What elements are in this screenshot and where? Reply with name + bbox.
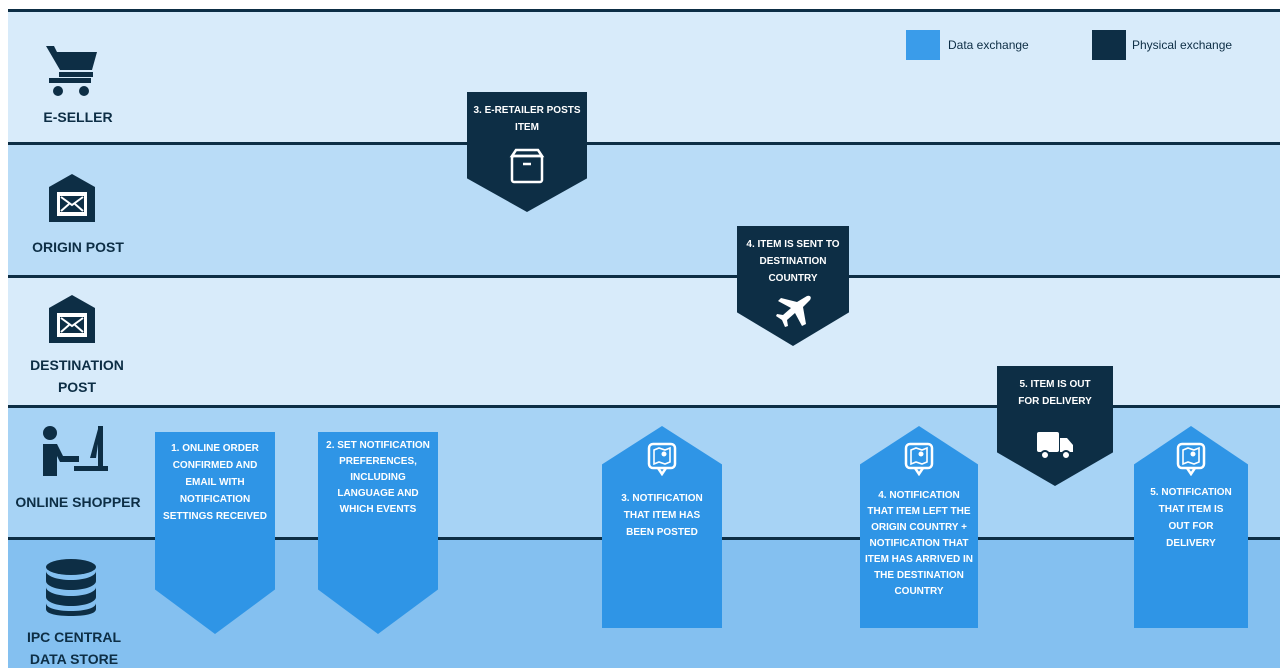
cart-icon — [46, 46, 97, 96]
legend-physical-label: Physical exchange — [1132, 38, 1233, 52]
step-2-set-preferences: 2. SET NOTIFICATION PREFERENCES, INCLUDI… — [318, 432, 438, 634]
legend-physical-swatch — [1092, 30, 1126, 60]
database-icon — [46, 559, 96, 616]
step-1-text: 1. ONLINE ORDER CONFIRMED AND EMAIL WITH… — [163, 443, 267, 522]
step-3-physical-text: 3. E-RETAILER POSTS ITEM — [473, 105, 581, 133]
post-office-icon — [49, 295, 95, 343]
map-pin-icon — [904, 442, 934, 476]
divider — [8, 405, 1280, 408]
divider — [8, 9, 1280, 12]
step-5-physical-text: 5. ITEM IS OUT FOR DELIVERY — [1018, 379, 1092, 407]
step-5-notification-out-for-delivery: 5. NOTIFICATION THAT ITEM IS OUT FOR DEL… — [1134, 426, 1248, 628]
airplane-icon — [776, 295, 811, 327]
step-5-notification-text: 5. NOTIFICATION THAT ITEM IS OUT FOR DEL… — [1150, 487, 1232, 549]
lane-e-seller — [8, 10, 1280, 143]
post-office-icon — [49, 174, 95, 222]
lane-label-e-seller: E-SELLER — [43, 109, 113, 125]
legend-data-label: Data exchange — [948, 38, 1029, 52]
lane-origin-post — [8, 143, 1280, 276]
step-1-order-confirmed: 1. ONLINE ORDER CONFIRMED AND EMAIL WITH… — [155, 432, 275, 634]
truck-icon — [1037, 432, 1073, 460]
shopper-at-computer-icon — [43, 426, 108, 476]
step-2-text: 2. SET NOTIFICATION PREFERENCES, INCLUDI… — [326, 440, 430, 515]
map-pin-icon — [1176, 442, 1206, 476]
divider — [8, 142, 1280, 145]
step-4-notification-text: 4. NOTIFICATION THAT ITEM LEFT THE ORIGI… — [865, 490, 973, 597]
lane-label-origin-post: ORIGIN POST — [32, 239, 124, 255]
lane-label-destination-post: DESTINATION POST — [30, 357, 124, 395]
divider — [8, 275, 1280, 278]
step-4-notification-left-arrived: 4. NOTIFICATION THAT ITEM LEFT THE ORIGI… — [860, 426, 978, 628]
map-pin-icon — [647, 442, 677, 476]
step-3-notification-text: 3. NOTIFICATION THAT ITEM HAS BEEN POSTE… — [621, 493, 703, 538]
legend-data-swatch — [906, 30, 940, 60]
lane-label-data-store: IPC CENTRAL DATA STORE — [26, 629, 122, 667]
step-3-notification-posted: 3. NOTIFICATION THAT ITEM HAS BEEN POSTE… — [602, 426, 722, 628]
package-icon — [509, 148, 545, 184]
lane-label-online-shopper: ONLINE SHOPPER — [15, 494, 141, 510]
step-4-physical-text: 4. ITEM IS SENT TO DESTINATION COUNTRY — [746, 239, 840, 284]
